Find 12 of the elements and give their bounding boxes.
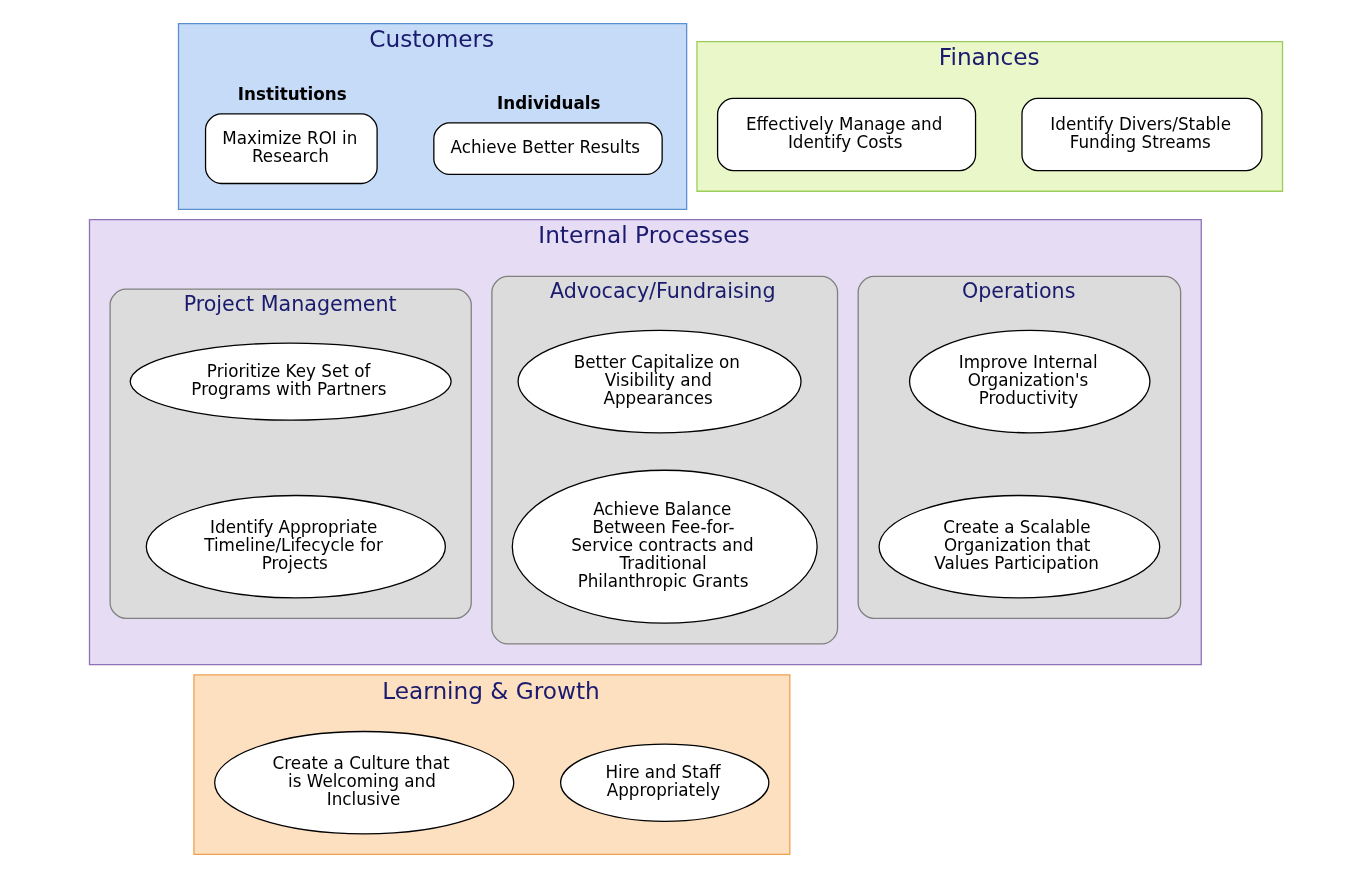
node-label: Individuals — [496, 93, 601, 114]
node-ellipse: Achieve Balance Between Fee-for-Service contracts and Traditional Philanthropic Grants — [511, 469, 818, 624]
node-ellipse: Better Capitalize on Visibility and Appearances — [516, 329, 802, 434]
node-ellipse: Create a Culture that is Welcoming and Inclusive — [213, 730, 514, 835]
node-label: Institutions — [237, 84, 347, 105]
node-ellipse: Prioritize Key Set of Programs with Partners — [129, 342, 452, 421]
node-ellipse: Identify Appropriate Timeline/Lifecycle for Projects — [145, 494, 446, 599]
node-box: Identify Divers/Stable Funding Streams — [1020, 97, 1263, 172]
node-box: Effectively Manage and Identify Costs — [716, 97, 976, 172]
node-ellipse: Improve Internal Organization's Productivity — [908, 329, 1151, 434]
node-ellipse: Hire and Staff Appropriately — [559, 743, 769, 822]
node-ellipse: Create a Scalable Organization that Values Participation — [877, 494, 1160, 599]
